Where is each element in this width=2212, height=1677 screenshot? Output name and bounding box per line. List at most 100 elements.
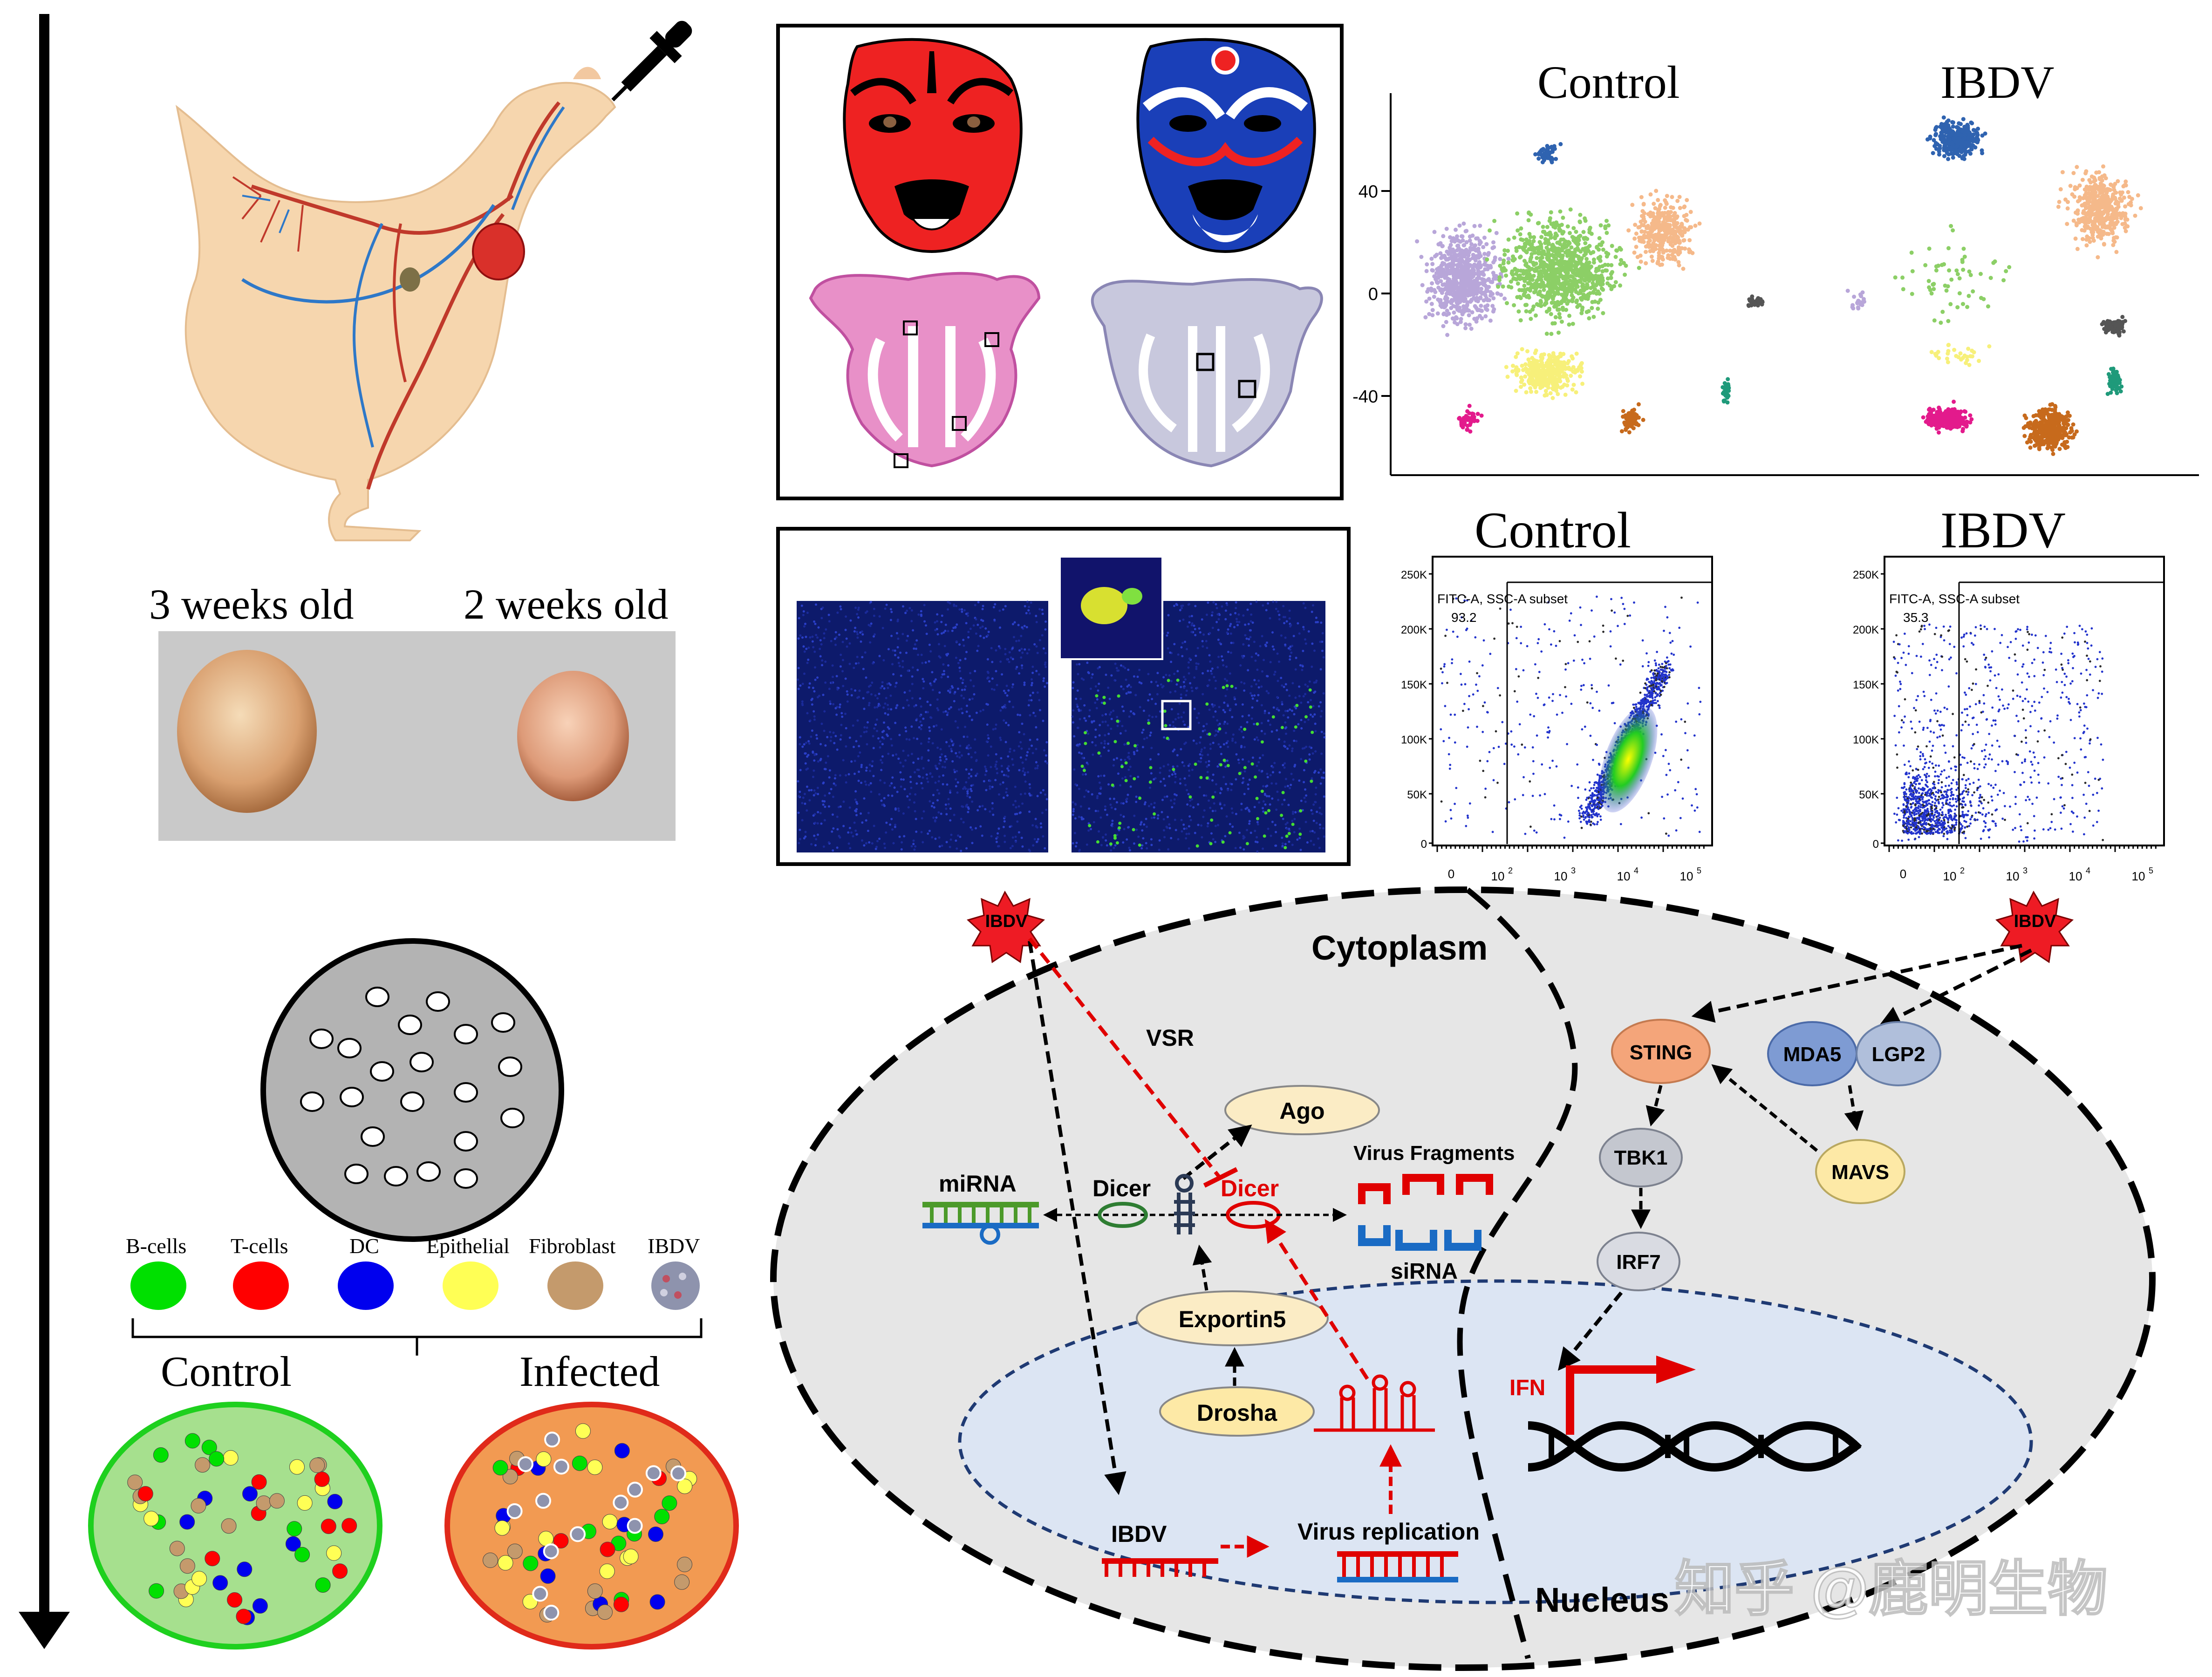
if-green-signal: [1195, 844, 1199, 848]
tsne-point: [1579, 266, 1583, 271]
if-nuclei-speckle: [882, 659, 885, 661]
tsne-point: [1578, 374, 1582, 379]
if-nuclei-speckle: [1247, 788, 1249, 790]
tsne-point: [1618, 283, 1622, 288]
if-nuclei-speckle: [879, 779, 882, 782]
tsne-point: [1680, 233, 1685, 238]
if-nuclei-speckle: [1172, 721, 1174, 723]
if-nuclei-speckle: [1154, 702, 1157, 705]
if-nuclei-speckle: [1265, 609, 1268, 612]
tsne-point: [1543, 241, 1548, 245]
if-nuclei-speckle: [1169, 651, 1172, 654]
if-nuclei-speckle: [1312, 604, 1314, 607]
if-nuclei-speckle: [924, 661, 927, 664]
if-nuclei-speckle: [984, 768, 987, 770]
if-nuclei-speckle: [1292, 811, 1294, 813]
tsne-point: [1436, 297, 1441, 302]
if-nuclei-speckle: [1215, 680, 1217, 682]
if-green-signal: [1226, 764, 1230, 767]
if-green-signal: [1264, 811, 1268, 815]
if-nuclei-speckle: [1086, 843, 1088, 846]
tsne-point: [1675, 214, 1679, 219]
if-nuclei-speckle: [1300, 799, 1303, 802]
if-nuclei-speckle: [1187, 666, 1190, 669]
if-nuclei-speckle: [1156, 684, 1159, 687]
if-nuclei-speckle: [1174, 793, 1176, 796]
tsne-point: [1447, 262, 1452, 266]
if-nuclei-speckle: [969, 627, 972, 630]
if-nuclei-speckle: [1081, 757, 1084, 759]
if-nuclei-speckle: [1190, 631, 1193, 634]
if-nuclei-speckle: [984, 765, 986, 768]
tsne-point: [1459, 234, 1464, 239]
if-nuclei-speckle: [1296, 838, 1299, 841]
if-nuclei-speckle: [1071, 715, 1074, 718]
tsne-point: [1437, 242, 1441, 246]
if-nuclei-speckle: [1304, 642, 1307, 645]
tsne-point: [1463, 326, 1468, 330]
if-nuclei-speckle: [870, 622, 873, 625]
if-nuclei-speckle: [928, 726, 931, 729]
tsne-point: [1521, 272, 1526, 276]
if-nuclei-speckle: [948, 745, 951, 748]
if-nuclei-speckle: [1120, 802, 1123, 804]
if-nuclei-speckle: [956, 726, 959, 729]
tsne-point: [1536, 157, 1541, 161]
if-nuclei-speckle: [1224, 835, 1227, 838]
if-nuclei-speckle: [941, 765, 944, 768]
if-nuclei-speckle: [1001, 770, 1004, 773]
virus-particle-icon: [543, 1604, 560, 1621]
tsne-point: [1485, 257, 1489, 262]
cell-dot: [613, 1596, 629, 1612]
if-nuclei-speckle: [1179, 782, 1181, 785]
if-nuclei-speckle: [1146, 825, 1148, 828]
if-green-signal: [1281, 791, 1285, 794]
if-nuclei-speckle: [1224, 678, 1226, 681]
if-nuclei-speckle: [942, 663, 945, 666]
if-nuclei-speckle: [1135, 801, 1138, 803]
if-nuclei-speckle: [1257, 654, 1260, 657]
if-nuclei-speckle: [1173, 802, 1176, 805]
tsne-point: [1580, 305, 1585, 310]
if-nuclei-speckle: [920, 610, 922, 613]
tsne-point: [1664, 248, 1669, 253]
tsne-point: [1577, 365, 1582, 369]
tsne-point: [1537, 372, 1542, 377]
tsne-point: [1641, 223, 1646, 228]
if-nuclei-speckle: [969, 672, 972, 675]
if-nuclei-speckle: [1083, 704, 1086, 707]
tsne-point: [1682, 214, 1686, 218]
if-nuclei-speckle: [1281, 842, 1284, 845]
if-nuclei-speckle: [1315, 616, 1318, 619]
tsne-point: [1682, 226, 1687, 231]
tsne-point: [1546, 248, 1550, 253]
if-nuclei-speckle: [1314, 723, 1317, 725]
tsne-point: [1561, 298, 1565, 303]
tsne-point: [1688, 225, 1692, 230]
if-nuclei-speckle: [884, 846, 887, 849]
if-nuclei-speckle: [1320, 776, 1323, 779]
if-nuclei-speckle: [1008, 700, 1011, 703]
if-nuclei-speckle: [1322, 656, 1325, 659]
if-nuclei-speckle: [1276, 729, 1278, 732]
tsne-point: [1563, 264, 1568, 268]
if-nuclei-speckle: [1195, 662, 1198, 665]
tsne-point: [1555, 289, 1560, 294]
if-nuclei-speckle: [986, 723, 989, 726]
if-nuclei-speckle: [966, 736, 969, 738]
if-nuclei-speckle: [1207, 822, 1209, 825]
if-nuclei-speckle: [906, 795, 909, 798]
if-nuclei-speckle: [1147, 699, 1150, 702]
if-nuclei-speckle: [1127, 769, 1130, 771]
if-nuclei-speckle: [1314, 730, 1317, 733]
tsne-point: [1514, 272, 1518, 276]
if-nuclei-speckle: [1223, 721, 1226, 723]
if-nuclei-speckle: [966, 704, 968, 707]
if-nuclei-speckle: [1025, 626, 1028, 628]
if-nuclei-speckle: [826, 736, 829, 738]
if-nuclei-speckle: [982, 709, 984, 711]
if-nuclei-speckle: [982, 605, 984, 607]
if-nuclei-speckle: [1271, 820, 1274, 823]
if-nuclei-speckle: [1110, 717, 1113, 720]
if-nuclei-speckle: [1147, 673, 1150, 675]
